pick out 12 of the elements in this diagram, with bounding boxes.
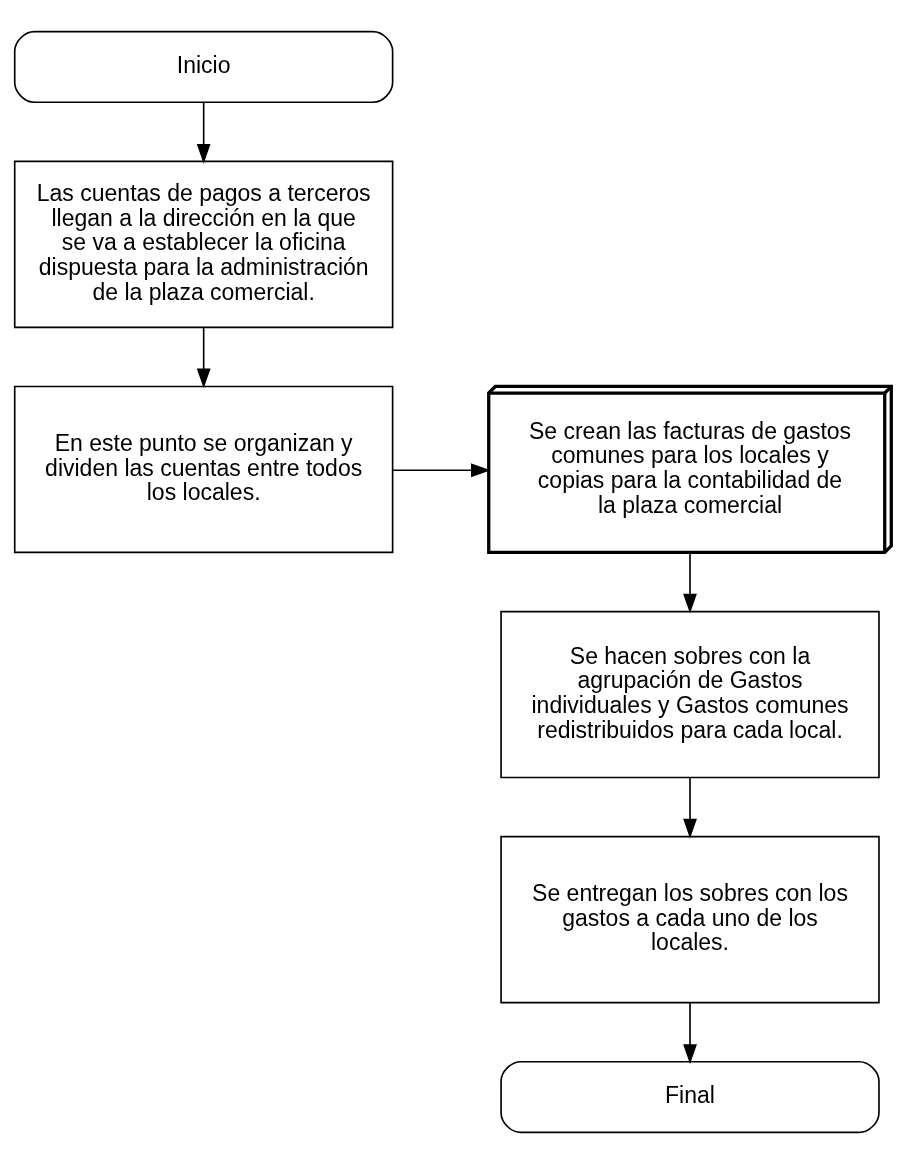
arrow [196,326,211,389]
arrow [683,776,697,839]
arrow [392,463,491,478]
arrow [683,551,697,614]
node-box: En este punto se organizan y dividen las cuentas entre todos los locales. [13,385,394,554]
node-box: Se entregan los sobres con los gastos a cada uno de los locales. [500,835,880,1004]
node-box: Inicio [13,30,394,104]
arrow [196,101,211,164]
node-box: Final [500,1060,880,1134]
arrow [683,1001,697,1065]
node-box: Las cuentas de pagos a terceros llegan a la dirección en la que se va a establecer la oficina dispuesta para la administración de la plaza comercial. [13,160,394,329]
node-box: Se hacen sobres con la agrupación de Gastos individuales y Gastos comunes redistribuidos para cada local. [500,610,880,779]
